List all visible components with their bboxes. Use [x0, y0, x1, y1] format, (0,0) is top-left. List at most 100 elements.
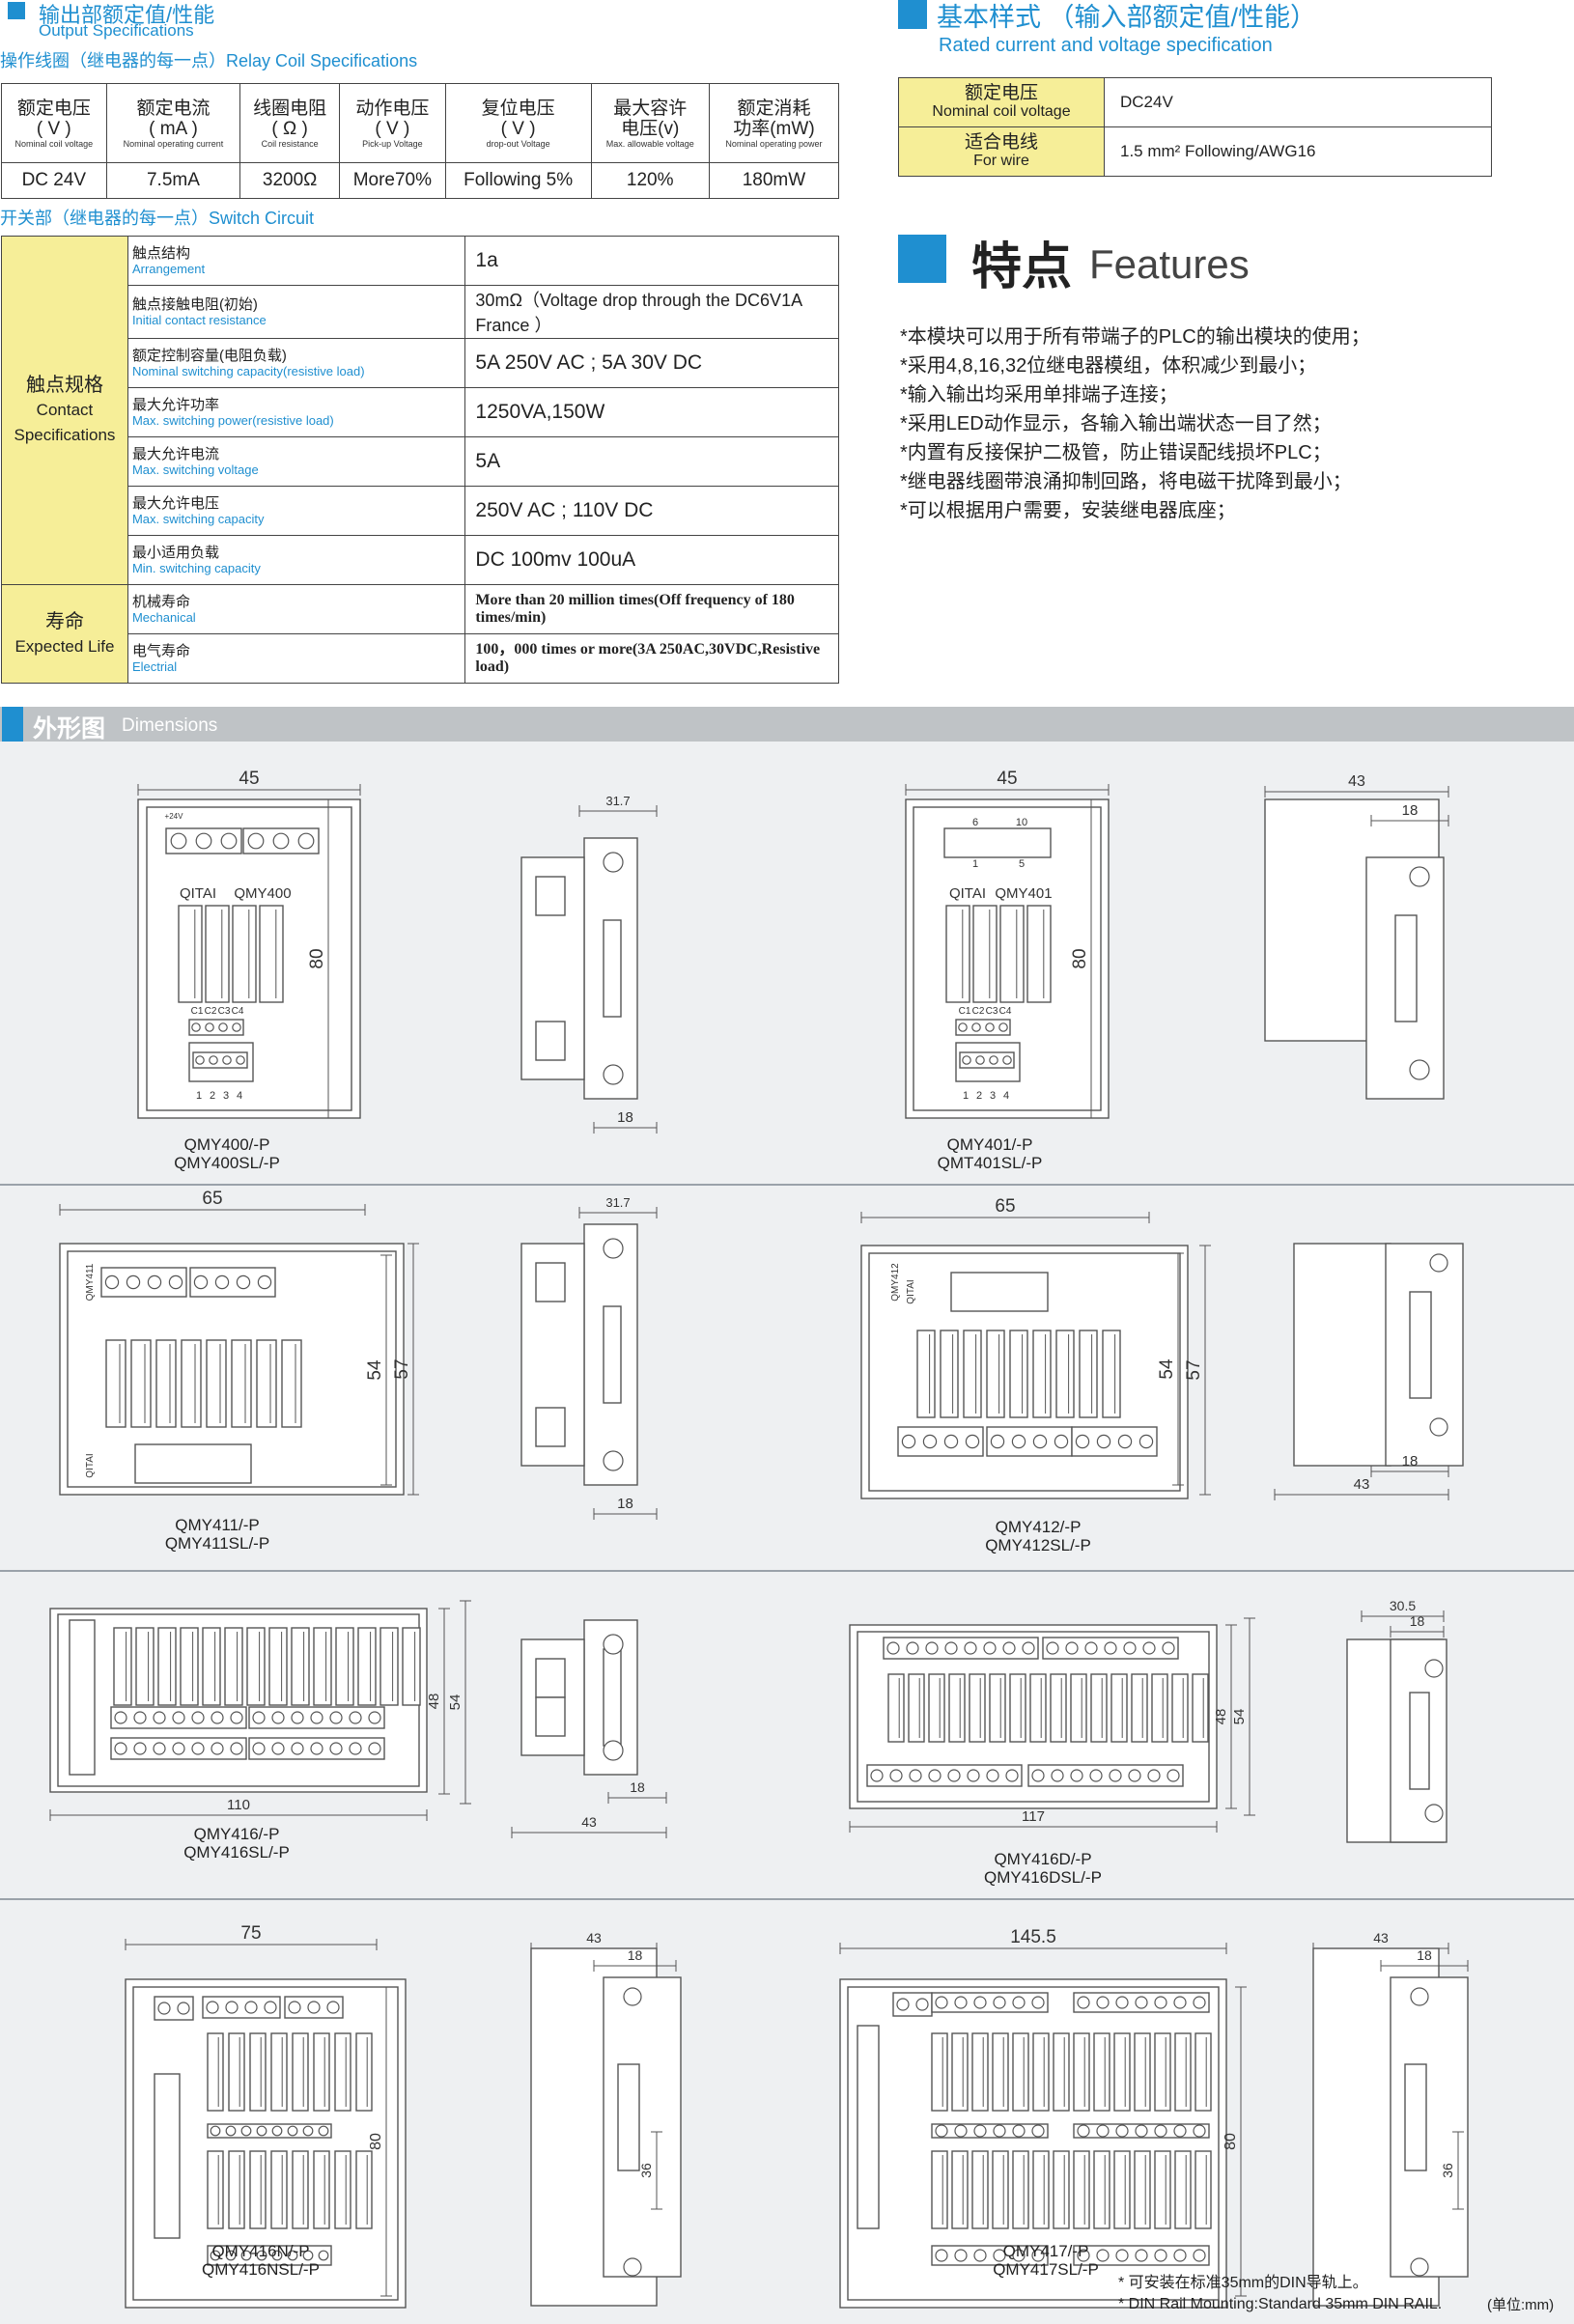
terminal-screw-icon	[943, 1434, 959, 1449]
terminal-screw-icon	[133, 1742, 147, 1755]
switch-value: 30mΩ（Voltage drop through the DC6V1A Fra…	[464, 285, 839, 339]
terminal-screw-icon	[291, 1711, 304, 1724]
relay-icon	[335, 1627, 354, 1706]
screw-icon	[603, 1064, 624, 1085]
caption-qmy416-2: QMY416SL/-P	[183, 1843, 290, 1862]
relay-icon	[1093, 2032, 1110, 2112]
switch-label-en: Min. switching capacity	[131, 561, 261, 575]
dim-label: 80	[368, 2133, 384, 2150]
terminal-screw-icon	[271, 1742, 285, 1755]
terminal-screw-icon	[177, 2002, 190, 2015]
terminal-screw-icon	[225, 2001, 239, 2014]
terminal-screw-icon	[1012, 2124, 1026, 2138]
relay-icon	[206, 1339, 227, 1428]
caption-qmy401-1: QMY401/-P	[946, 1135, 1033, 1154]
coil-title: 操作线圈（继电器的每一点）Relay Coil Specifications	[0, 51, 418, 70]
switch-value: DC 100mv 100uA	[464, 535, 839, 585]
terminal-screw-icon	[318, 2125, 329, 2137]
relay-icon	[313, 2032, 330, 2112]
module-frame	[847, 1986, 1220, 2301]
relay-icon	[270, 2032, 288, 2112]
terminal-screw-icon	[1173, 2249, 1187, 2262]
relay-icon	[963, 1330, 982, 1418]
model-label: QMY401	[995, 885, 1052, 902]
switch-value: 1a	[464, 236, 839, 286]
switch-title: 开关部（继电器的每一点）Switch Circuit	[0, 209, 315, 228]
unit-note: (单位:mm)	[1487, 2297, 1555, 2313]
terminal-screw-icon	[168, 1274, 183, 1290]
features-title-cn: 特点	[971, 239, 1073, 295]
switch-value: 1250VA,150W	[464, 387, 839, 437]
terminal-screw-icon	[985, 1022, 995, 1032]
relay-icon	[1079, 1330, 1098, 1418]
terminal-screw-icon	[368, 1711, 381, 1724]
terminal-number: 1	[963, 1090, 969, 1102]
terminal-screw-icon	[1128, 1769, 1141, 1782]
relay-icon	[1026, 905, 1052, 1003]
dim-label: 54	[1157, 1358, 1177, 1380]
relay-icon	[232, 905, 257, 1003]
caption-qmy400-1: QMY400/-P	[183, 1135, 270, 1154]
terminal-screw-icon	[971, 1022, 981, 1032]
terminal-screw-icon	[318, 2250, 329, 2261]
feature-item: *可以根据用户需要，安装继电器底座；	[900, 500, 1236, 521]
terminal-block	[955, 1019, 1011, 1036]
caption-qmy417-2: QMY417SL/-P	[993, 2260, 1099, 2279]
basic-title-en: Rated current and voltage specification	[939, 35, 1273, 56]
dim-label: 117	[1022, 1808, 1045, 1825]
features-marker	[898, 235, 946, 283]
side-window	[1409, 1692, 1430, 1790]
feature-item: *内置有反接保护二极管，防止错误配线损坏PLC；	[900, 442, 1332, 463]
screw-icon	[1424, 1804, 1444, 1823]
terminal-screw-icon	[901, 1434, 916, 1449]
relay-icon	[268, 1627, 288, 1706]
relay-icon	[1012, 2032, 1029, 2112]
relay-icon	[270, 2150, 288, 2229]
terminal-screw-icon	[191, 1742, 205, 1755]
terminal-screw-icon	[1096, 1996, 1110, 2009]
relay-icon	[205, 905, 230, 1003]
terminal-screw-icon	[256, 2125, 267, 2137]
terminal-screw-icon	[157, 2002, 171, 2015]
relay-icon	[1195, 2150, 1212, 2229]
terminal-screw-icon	[1115, 2249, 1129, 2262]
dim-label: 43	[1354, 1476, 1370, 1493]
dim-label: 18	[1410, 1613, 1425, 1629]
terminal-screw-icon	[1135, 1996, 1148, 2009]
coil-header-en: Coil resistance	[261, 138, 319, 149]
terminal-screw-icon	[915, 1998, 929, 2011]
terminal-screw-icon	[133, 1711, 147, 1724]
relay-icon	[1009, 1673, 1026, 1743]
terminal-screw-icon	[870, 1769, 884, 1782]
terminal-screw-icon	[104, 1274, 120, 1290]
relay-icon	[292, 2032, 309, 2112]
caption-qmy416d-1: QMY416D/-P	[994, 1850, 1092, 1868]
relay-icon	[1195, 2032, 1212, 2112]
terminal-screw-icon	[126, 1274, 141, 1290]
relay-icon	[951, 2150, 969, 2229]
terminal-screw-icon	[252, 1742, 266, 1755]
terminal-screw-icon	[236, 1274, 251, 1290]
terminal-screw-icon	[1031, 1996, 1045, 2009]
relay-icon	[989, 1673, 1006, 1743]
relay-icon	[971, 2032, 989, 2112]
terminal-screw-icon	[193, 1274, 209, 1290]
coil-header-cn: 动作电压	[355, 98, 430, 119]
module-frame	[67, 1250, 397, 1488]
connector-pin-label: 6	[972, 817, 978, 828]
relay-icon	[181, 1339, 202, 1428]
ribbon-connector	[943, 827, 1052, 858]
terminal-screw-icon	[1147, 1769, 1161, 1782]
terminal-screw-icon	[1166, 1769, 1180, 1782]
notes: * 可安装在标准35mm的DIN导轨上。 * DIN Rail Mounting…	[1118, 2273, 1442, 2315]
life-label-en: Mechanical	[131, 610, 196, 625]
switch-value: 5A 250V AC ; 5A 30V DC	[464, 338, 839, 388]
dim-label: 65	[202, 1189, 222, 1209]
terminal-screw-icon	[297, 832, 315, 850]
terminal-screw-icon	[1115, 1996, 1129, 2009]
caption-qmy416d-2: QMY416DSL/-P	[984, 1868, 1102, 1887]
